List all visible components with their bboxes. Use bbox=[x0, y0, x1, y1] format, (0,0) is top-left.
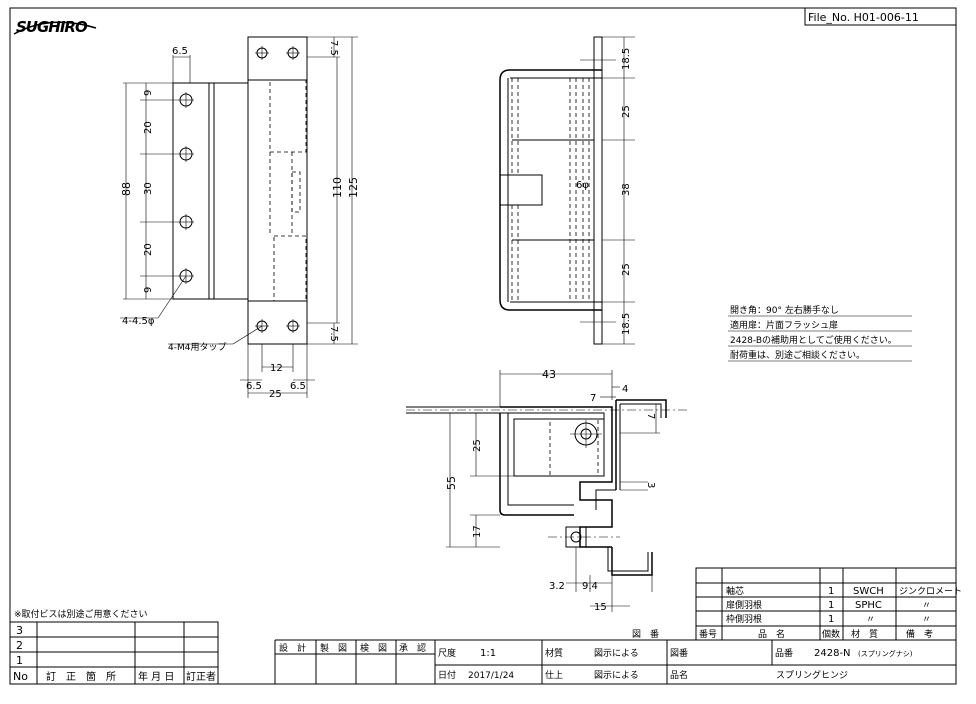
dim-38: 38 bbox=[621, 183, 632, 196]
logo-text: SUGHIRO bbox=[16, 18, 88, 36]
file-no: File_No. H01-006-11 bbox=[808, 11, 919, 24]
dim-25-side-bottom: 25 bbox=[621, 263, 632, 276]
dim-4: 4 bbox=[622, 384, 628, 395]
name-value: スプリングヒンジ bbox=[776, 669, 848, 681]
part-3-name: 枠側羽根 bbox=[726, 613, 762, 625]
parts-list: 軸芯 1 SWCH ジンクロメート 扉側羽根 1 SPHC 〃 枠側羽根 1 〃… bbox=[695, 567, 962, 641]
dim-phi: 6φ bbox=[576, 180, 589, 191]
parts-header-name: 品 名 bbox=[758, 628, 785, 640]
part-2-note: 〃 bbox=[922, 601, 931, 611]
note-4: 耐荷重は、別途ご相談ください。 bbox=[730, 349, 865, 361]
finish-value: 図示による bbox=[594, 670, 639, 681]
role-check: 検 図 bbox=[360, 642, 387, 654]
role-drafting: 製 図 bbox=[320, 642, 347, 654]
dim-18-5-bottom: 18.5 bbox=[621, 313, 632, 335]
date-value: 2017/1/24 bbox=[468, 671, 514, 681]
dim-25-side-top: 25 bbox=[621, 105, 632, 118]
parts-header-note: 備 考 bbox=[906, 628, 933, 640]
rev-row-3: 3 bbox=[16, 624, 23, 637]
side-view-dimensions: 18.5 25 38 25 18.5 6φ bbox=[576, 36, 635, 345]
figno-label: 図番 bbox=[670, 647, 688, 659]
dim-9-bottom: 9 bbox=[143, 287, 154, 293]
parts-header-figno: 図 番 bbox=[632, 628, 659, 640]
dim-3-right: 3 bbox=[645, 482, 656, 488]
dim-12: 12 bbox=[270, 363, 283, 374]
role-design: 設 計 bbox=[279, 642, 306, 654]
part-3-qty: 1 bbox=[828, 614, 834, 625]
dim-7-right: 7 bbox=[645, 413, 656, 419]
dim-25-bottom: 25 bbox=[269, 389, 282, 400]
front-view-dimensions: 6.5 88 9 20 30 20 9 7.5 110 125 7.5 12 bbox=[120, 36, 360, 400]
callout-holes: 4-4.5φ bbox=[122, 316, 155, 327]
date-label: 日付 bbox=[438, 670, 456, 681]
note-1: 開き角：90° 左右勝手なし bbox=[730, 304, 839, 316]
dim-7-top: 7 bbox=[590, 393, 596, 404]
dim-7-5-bottom: 7.5 bbox=[328, 326, 339, 342]
parts-header-qty: 個数 bbox=[822, 628, 840, 640]
dim-6-5-top: 6.5 bbox=[172, 46, 188, 57]
rev-header-date: 年 月 日 bbox=[138, 670, 174, 683]
section-view-dimensions: 43 7 4 7 25 55 3 17 3.2 9.4 15 bbox=[445, 368, 660, 613]
part-1-name: 軸芯 bbox=[726, 585, 744, 597]
sheet-border bbox=[9, 7, 957, 685]
dim-88: 88 bbox=[120, 182, 133, 196]
dim-6-5-left: 6.5 bbox=[246, 381, 262, 392]
dim-43: 43 bbox=[542, 368, 556, 381]
role-approve: 承 認 bbox=[399, 642, 426, 654]
logo: SUGHIRO bbox=[13, 18, 97, 36]
dim-17: 17 bbox=[472, 525, 483, 538]
front-view bbox=[172, 36, 308, 345]
note-3: 2428-Bの補助用としてご使用ください。 bbox=[730, 334, 897, 346]
dim-55: 55 bbox=[445, 476, 458, 490]
part-1-qty: 1 bbox=[828, 586, 834, 597]
part-3-note: 〃 bbox=[922, 615, 931, 625]
dim-18-5-top: 18.5 bbox=[621, 48, 632, 70]
revision-table: 3 2 1 No 訂 正 箇 所 年 月 日 訂正者 bbox=[9, 621, 219, 685]
callout-tap: 4-M4用タップ bbox=[168, 342, 226, 353]
dim-30: 30 bbox=[143, 182, 154, 195]
dim-9-4: 9.4 bbox=[582, 581, 598, 592]
side-view bbox=[499, 36, 616, 345]
dim-9-top: 9 bbox=[143, 90, 154, 96]
dim-110: 110 bbox=[331, 177, 344, 198]
screw-note: ※取付ビスは別途ご用意ください bbox=[14, 608, 148, 620]
rev-header-person: 訂正者 bbox=[186, 670, 216, 683]
part-2-name: 扉側羽根 bbox=[726, 599, 762, 611]
dim-15: 15 bbox=[594, 602, 607, 613]
part-2-material: SPHC bbox=[855, 600, 882, 611]
material-value: 図示による bbox=[594, 648, 639, 659]
dim-25-section: 25 bbox=[472, 439, 483, 452]
part-1-note: ジンクロメート bbox=[899, 586, 962, 597]
rev-header-place: 訂 正 箇 所 bbox=[46, 670, 116, 683]
scale-value: 1:1 bbox=[480, 648, 496, 659]
rev-row-1: 1 bbox=[16, 654, 23, 667]
name-label: 品名 bbox=[670, 669, 688, 681]
dim-6-5-right: 6.5 bbox=[290, 381, 306, 392]
rev-header-no: No bbox=[13, 670, 28, 683]
title-block: 図 番 番号 品 名 個数 材 質 備 考 設 計 製 図 検 図 承 認 尺度… bbox=[274, 568, 956, 684]
rev-row-2: 2 bbox=[16, 639, 23, 652]
dim-125: 125 bbox=[347, 177, 360, 198]
parts-header-material: 材 質 bbox=[851, 628, 878, 640]
material-label: 材質 bbox=[545, 647, 563, 659]
part-2-qty: 1 bbox=[828, 600, 834, 611]
dim-3-2: 3.2 bbox=[549, 581, 565, 592]
finish-label: 仕上 bbox=[545, 669, 563, 681]
part-1-material: SWCH bbox=[853, 586, 884, 597]
notes: 開き角：90° 左右勝手なし 適用扉：片面フラッシュ扉 2428-Bの補助用とし… bbox=[728, 304, 912, 362]
file-no-box bbox=[804, 7, 957, 26]
dim-20-bottom: 20 bbox=[143, 243, 154, 256]
parts-header-no: 番号 bbox=[699, 628, 717, 640]
dim-7-5-top: 7.5 bbox=[328, 40, 339, 56]
dim-20-top: 20 bbox=[143, 121, 154, 134]
scale-label: 尺度 bbox=[438, 647, 456, 659]
part-sub: (スプリングナシ) bbox=[858, 649, 913, 658]
note-2: 適用扉：片面フラッシュ扉 bbox=[730, 319, 838, 331]
part-no: 2428-N bbox=[814, 648, 851, 659]
part-3-material: 〃 bbox=[866, 615, 875, 625]
part-label: 品番 bbox=[775, 647, 793, 659]
